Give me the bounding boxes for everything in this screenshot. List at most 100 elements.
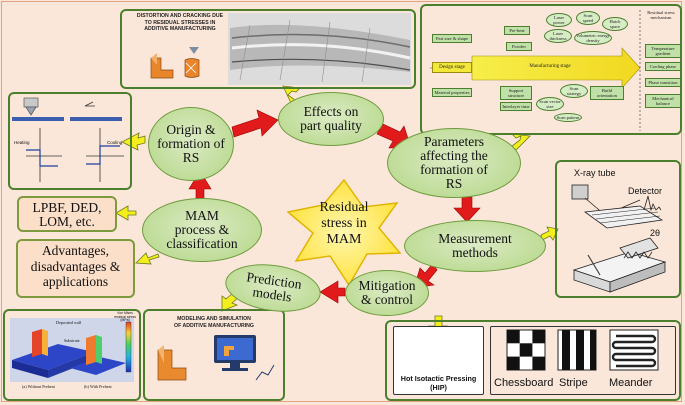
arrow-to-processes: [115, 205, 137, 221]
node-parameters-line-3: formation of: [420, 162, 488, 177]
param-laser-thickness: Laser thickness: [544, 29, 572, 43]
xray-panel: [555, 160, 681, 298]
hip-panel: [393, 326, 484, 395]
node-mitigation-line-2: & control: [360, 292, 414, 307]
wall-cbar-title: Von Mises residual stress (MPa): [114, 311, 136, 323]
xray-tube-label: X-ray tube: [574, 168, 616, 178]
param-manufacturing-stage: Manufacturing stage: [529, 64, 571, 69]
center-label: Residual stress in MAM: [312, 200, 376, 248]
processes-line-2: LOM, etc.: [39, 214, 95, 230]
advantages-box: Advantages, disadvantages & applications: [16, 239, 135, 298]
simulation-title-line-1: MODELING AND SIMULATION: [177, 316, 251, 322]
wall-caption-b: (b) With Preheat: [84, 384, 112, 389]
xray-detector-label: Detector: [628, 186, 663, 196]
wall-deposited-label: Deposited wall: [56, 320, 82, 325]
origin-heating-label: Heating: [14, 140, 30, 145]
parameters-panel: [420, 4, 682, 135]
xray-angle-label: 2θ: [650, 228, 661, 238]
center-line-2: stress in: [321, 216, 367, 232]
simulation-illustration: [157, 335, 275, 381]
param-scan-speed: Scan speed: [576, 11, 600, 25]
param-build-orientation: Build orientation: [590, 86, 624, 100]
advantages-line-3: applications: [42, 274, 109, 290]
distortion-panel: [120, 9, 416, 89]
wall-simulation-image: [10, 318, 134, 382]
node-measurement-line-2: methods: [452, 245, 498, 260]
node-parameters-line-2: affecting the: [420, 147, 488, 163]
param-phase-transition: Phase transition: [645, 78, 681, 87]
node-effects-line-2: part quality: [300, 118, 362, 133]
param-residual-mechanism: Residual stress mechanism: [647, 10, 675, 20]
node-parameters-line-4: RS: [445, 176, 463, 192]
arrow-to-advantages: [135, 252, 160, 265]
advantages-line-1: Advantages,: [41, 243, 110, 258]
node-origin-line-1: Origin &: [166, 121, 216, 137]
node-mitigation: Mitigation& control: [345, 270, 429, 316]
simulation-panel: [143, 309, 285, 401]
wall-caption-a: (a) Without Preheat: [22, 384, 55, 389]
scan-strategies-panel: [490, 326, 676, 395]
arrow-origin-to-effects: [231, 109, 279, 138]
wall-simulation-panel: [3, 309, 141, 401]
arrow-parameters-to-measurement: [453, 196, 481, 223]
node-process-line-3: classification: [166, 236, 238, 252]
node-process-line-2: process &: [174, 221, 230, 237]
param-temperature-gradient: Temperature gradient: [645, 44, 681, 58]
origin-cooling-label: Cooling: [107, 140, 123, 145]
param-part-size: Part size & shape: [432, 34, 472, 43]
arrow-mitigation-to-prediction: [319, 280, 346, 304]
processes-line-1: LPBF, DED,: [32, 200, 102, 215]
parameters-panel-drawing: [430, 10, 641, 131]
param-material: Material properties: [432, 88, 472, 97]
scan-patterns: [506, 329, 659, 371]
param-cooling-phase: Cooling phase: [645, 62, 681, 71]
param-design-stage: Design stage: [432, 62, 472, 73]
scan-chessboard-label: Chessboard: [494, 377, 554, 389]
simulation-title-line-2: OF ADDITIVE MANUFACTURING: [174, 322, 254, 329]
node-origin-line-2: formation of: [157, 135, 225, 151]
arrow-process-to-origin: [188, 170, 212, 200]
param-volumetric: Volumetric energy density: [574, 31, 612, 45]
distortion-title-line-2: TO RESIDUAL STRESSES IN: [144, 19, 216, 26]
param-hatch-space: Hatch space: [602, 17, 628, 31]
advantages-line-2: disadvantages &: [30, 258, 121, 274]
xray-schematic: [571, 184, 667, 293]
param-preheat: Pre-heat: [504, 26, 530, 35]
scan-meander-label: Meander: [609, 377, 653, 389]
param-scan-pattern: Scan pattern: [554, 113, 582, 122]
param-interlayer: Interlayer time: [500, 102, 532, 111]
param-scan-vector: Scan vector size: [536, 97, 564, 111]
distortion-title-line-1: DISTORTION AND CRACKING DUE: [136, 13, 224, 19]
distortion-title: DISTORTION AND CRACKING DUE TO RESIDUAL …: [128, 13, 232, 33]
center-line-3: MAM: [326, 232, 362, 248]
origin-chart-panel: [8, 92, 132, 190]
param-scan-strategy: Scan strategy: [560, 84, 588, 98]
node-measurement-line-1: Measurement: [438, 230, 512, 246]
simulation-title: MODELING AND SIMULATION OF ADDITIVE MANU…: [146, 316, 282, 330]
center-line-1: Residual: [319, 200, 369, 215]
param-support: Support structure: [500, 86, 532, 100]
distortion-photo: [228, 13, 411, 85]
wall-substrate-label: Substrate: [64, 338, 80, 343]
param-mechanical-balance: Mechanical balance: [645, 94, 681, 108]
origin-chart-drawing: [12, 97, 124, 182]
mitigation-panel: [385, 320, 681, 401]
distortion-title-line-3: ADDITIVE MANUFACTURING: [144, 26, 216, 32]
distortion-illustration: [150, 47, 200, 79]
param-powder: Powder: [506, 42, 532, 51]
hip-abbr-label: (HIP): [430, 383, 447, 392]
scan-stripe-label: Stripe: [559, 377, 588, 389]
node-effects-line-1: Effects on: [303, 103, 359, 119]
node-mitigation-line-1: Mitigation: [358, 277, 416, 293]
param-laser-power: Laser power: [546, 13, 572, 27]
node-parameters-line-1: Parameters: [424, 133, 484, 149]
node-origin-line-3: RS: [182, 150, 200, 166]
processes-box: LPBF, DED, LOM, etc.: [17, 196, 117, 232]
